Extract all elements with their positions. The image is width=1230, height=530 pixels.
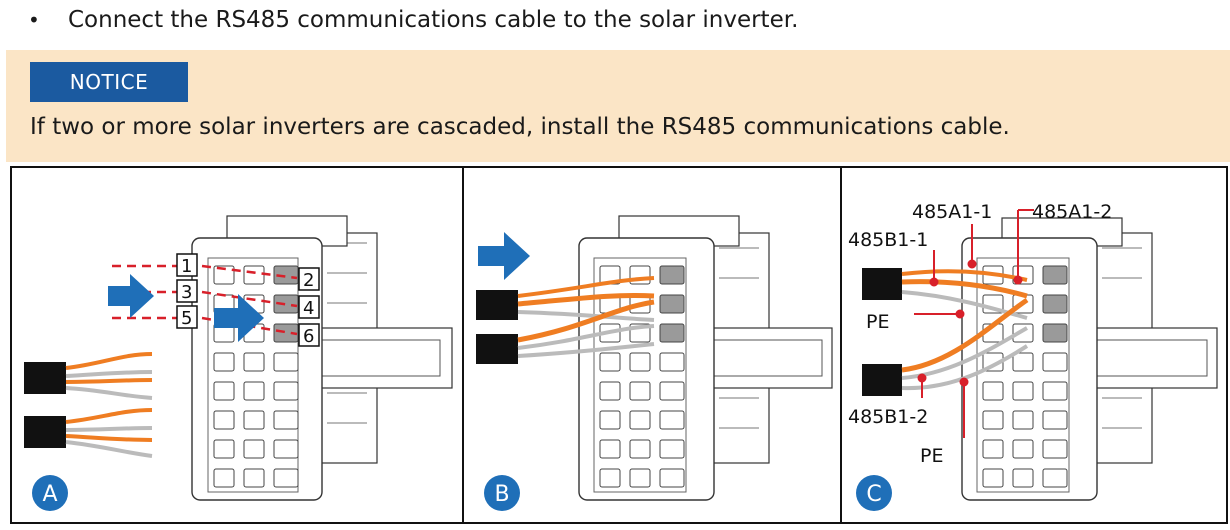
terminal-slot — [273, 352, 299, 372]
terminal-slot — [629, 439, 651, 459]
connector-c — [961, 217, 1218, 501]
svg-text:B: B — [494, 482, 509, 507]
terminal-slot — [599, 352, 621, 372]
insert-arrow-icon — [108, 274, 264, 342]
terminal-slot — [1042, 294, 1068, 314]
panel-b-badge: B — [484, 475, 520, 511]
terminal-slot — [213, 381, 235, 401]
terminal-slot — [659, 468, 685, 488]
label-485b1-2: 485B1-2 — [848, 406, 928, 428]
terminal-slot — [243, 468, 265, 488]
svg-text:1: 1 — [181, 256, 192, 277]
terminal-slot — [213, 265, 235, 285]
cables-b — [476, 276, 655, 364]
terminal-slot — [243, 410, 265, 430]
connector-b — [578, 215, 833, 501]
terminal-slot — [659, 439, 685, 459]
label-pe-upper: PE — [866, 311, 889, 333]
terminal-slot — [1042, 352, 1068, 372]
terminal-slot — [1012, 352, 1034, 372]
terminal-slot — [273, 410, 299, 430]
panel-a-illustration: 1 2 3 4 5 6 — [24, 215, 453, 511]
panel-b-illustration: B — [476, 215, 833, 511]
terminal-slot — [1042, 468, 1068, 488]
terminal-slot — [243, 381, 265, 401]
cable-a-upper — [24, 352, 153, 400]
terminal-slot — [213, 410, 235, 430]
terminal-slot — [599, 381, 621, 401]
terminal-slot — [659, 265, 685, 285]
instruction-line: • Connect the RS485 communications cable… — [28, 2, 798, 38]
terminal-slot — [1042, 439, 1068, 459]
terminal-slot — [1042, 323, 1068, 343]
cable-a-lower — [24, 408, 153, 458]
notice-box: NOTICE If two or more solar inverters ar… — [6, 50, 1230, 162]
notice-text: If two or more solar inverters are casca… — [30, 114, 1010, 140]
terminal-slot — [659, 323, 685, 343]
terminal-slot — [629, 410, 651, 430]
svg-text:6: 6 — [303, 326, 314, 347]
terminal-slot — [273, 294, 299, 314]
terminal-slot — [629, 381, 651, 401]
svg-text:3: 3 — [181, 282, 192, 303]
panel-c-illustration: 485A1-1 485A1-2 485B1-1 PE 485B1-2 PE C — [848, 201, 1218, 511]
terminal-slot — [1012, 323, 1034, 343]
connection-figure: 1 2 3 4 5 6 — [10, 166, 1228, 524]
pin-numbers: 1 2 3 4 5 6 — [176, 253, 320, 347]
terminal-slot — [1042, 265, 1068, 285]
connector-a — [191, 215, 453, 501]
terminal-slot — [659, 410, 685, 430]
label-pe-lower: PE — [920, 445, 943, 467]
insert-arrow-icon — [478, 232, 530, 280]
svg-text:2: 2 — [303, 270, 314, 291]
terminal-slot — [213, 439, 235, 459]
wire-labels: 485A1-1 485A1-2 485B1-1 PE 485B1-2 PE — [848, 201, 1112, 467]
panel-b: B — [462, 168, 842, 522]
terminal-slot — [273, 439, 299, 459]
terminal-slot — [599, 410, 621, 430]
label-485b1-1: 485B1-1 — [848, 229, 928, 251]
terminal-slot — [599, 439, 621, 459]
terminal-slot — [1012, 468, 1034, 488]
terminal-slot — [213, 352, 235, 372]
panel-c: 485A1-1 485A1-2 485B1-1 PE 485B1-2 PE C — [840, 168, 1228, 522]
terminal-slot — [982, 410, 1004, 430]
panel-c-badge: C — [856, 475, 892, 511]
terminal-slot — [982, 439, 1004, 459]
svg-text:C: C — [866, 482, 881, 507]
svg-text:5: 5 — [181, 308, 192, 329]
terminal-slot — [273, 265, 299, 285]
terminal-slot — [1012, 410, 1034, 430]
terminal-slot — [213, 468, 235, 488]
terminal-slot — [659, 352, 685, 372]
terminal-slot — [629, 352, 651, 372]
terminal-slot — [243, 265, 265, 285]
svg-text:4: 4 — [303, 298, 314, 319]
terminal-slot — [273, 468, 299, 488]
terminal-slot — [982, 381, 1004, 401]
terminal-slot — [243, 352, 265, 372]
bullet-symbol: • — [28, 8, 40, 32]
panel-a-badge: A — [32, 475, 68, 511]
terminal-slot — [1012, 381, 1034, 401]
terminal-slot — [1012, 439, 1034, 459]
label-485a1-2: 485A1-2 — [1032, 201, 1112, 223]
terminal-slot — [982, 468, 1004, 488]
terminal-slot — [1042, 410, 1068, 430]
terminal-slot — [1042, 381, 1068, 401]
terminal-slot — [243, 439, 265, 459]
terminal-slot — [659, 381, 685, 401]
panel-a: 1 2 3 4 5 6 — [12, 168, 462, 522]
svg-text:A: A — [42, 482, 57, 507]
label-485a1-1: 485A1-1 — [912, 201, 992, 223]
terminal-slot — [659, 294, 685, 314]
terminal-slot — [273, 323, 299, 343]
terminal-slot — [629, 468, 651, 488]
terminal-slot — [273, 381, 299, 401]
terminal-slot — [599, 468, 621, 488]
callout-lines — [914, 209, 1034, 438]
cables-c — [862, 268, 1029, 396]
instruction-text: Connect the RS485 communications cable t… — [68, 7, 799, 33]
notice-label: NOTICE — [30, 62, 188, 102]
